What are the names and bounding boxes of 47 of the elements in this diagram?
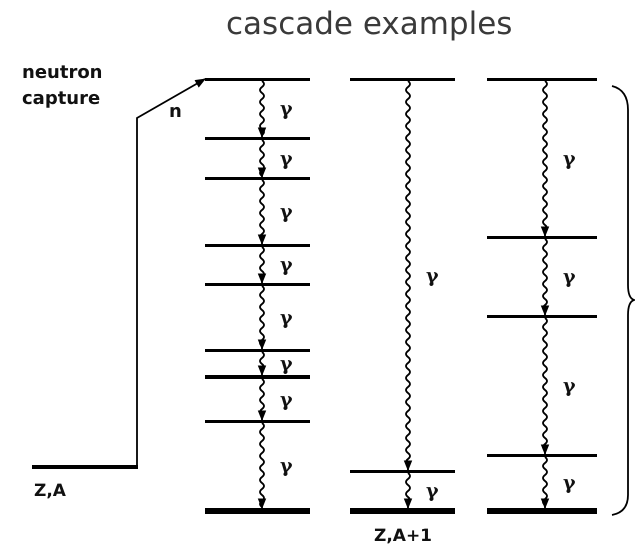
wavy-arrow bbox=[540, 317, 550, 456]
edge-label: γ bbox=[563, 267, 576, 287]
edge-label: γ bbox=[563, 376, 576, 396]
wavy-arrow bbox=[404, 472, 412, 510]
edge-label: γ bbox=[563, 148, 576, 168]
wavy-arrow bbox=[258, 351, 266, 376]
energy-level-line bbox=[350, 470, 455, 473]
edge-label: γ bbox=[280, 354, 293, 374]
energy-level-line bbox=[487, 78, 597, 81]
edge-label: γ bbox=[280, 255, 293, 275]
energy-level-line bbox=[205, 177, 310, 180]
level-label: Z,A+1 bbox=[374, 526, 432, 546]
edge-label: γ bbox=[563, 472, 576, 492]
wavy-arrow bbox=[258, 80, 266, 138]
edge-label: γ bbox=[280, 99, 293, 119]
level-label: Z,A bbox=[34, 481, 66, 501]
energy-level-line bbox=[487, 236, 597, 239]
energy-level-line bbox=[205, 244, 310, 247]
energy-level-line bbox=[350, 78, 455, 81]
wavy-arrow bbox=[540, 456, 550, 510]
wavy-arrow bbox=[404, 80, 412, 472]
wavy-arrow bbox=[258, 179, 266, 246]
energy-level-line bbox=[205, 420, 310, 423]
edge-label: γ bbox=[280, 308, 293, 328]
edge-label: γ bbox=[280, 390, 293, 410]
edge-label: γ bbox=[426, 480, 439, 500]
wavy-arrow bbox=[258, 139, 266, 178]
edge-label: n bbox=[169, 102, 182, 122]
wavy-arrow bbox=[540, 80, 550, 238]
energy-level-line bbox=[487, 315, 597, 318]
diagram-title: cascade examples bbox=[226, 6, 512, 42]
edge-label: γ bbox=[426, 266, 439, 286]
energy-level-line bbox=[205, 283, 310, 286]
annotation-text: neutron capture bbox=[22, 61, 104, 111]
energy-level-line bbox=[205, 349, 310, 352]
wavy-arrow bbox=[258, 246, 266, 284]
energy-level-line bbox=[205, 137, 310, 140]
edge-label: γ bbox=[280, 148, 293, 168]
wavy-arrow bbox=[540, 238, 550, 316]
wavy-arrow bbox=[258, 378, 266, 422]
wavy-arrow bbox=[258, 285, 266, 350]
edge-label: γ bbox=[280, 456, 293, 476]
arrow bbox=[136, 78, 206, 465]
wavy-arrow bbox=[258, 422, 266, 510]
energy-level-line bbox=[205, 78, 310, 81]
energy-level-line bbox=[487, 454, 597, 457]
edge-label: γ bbox=[280, 202, 293, 222]
